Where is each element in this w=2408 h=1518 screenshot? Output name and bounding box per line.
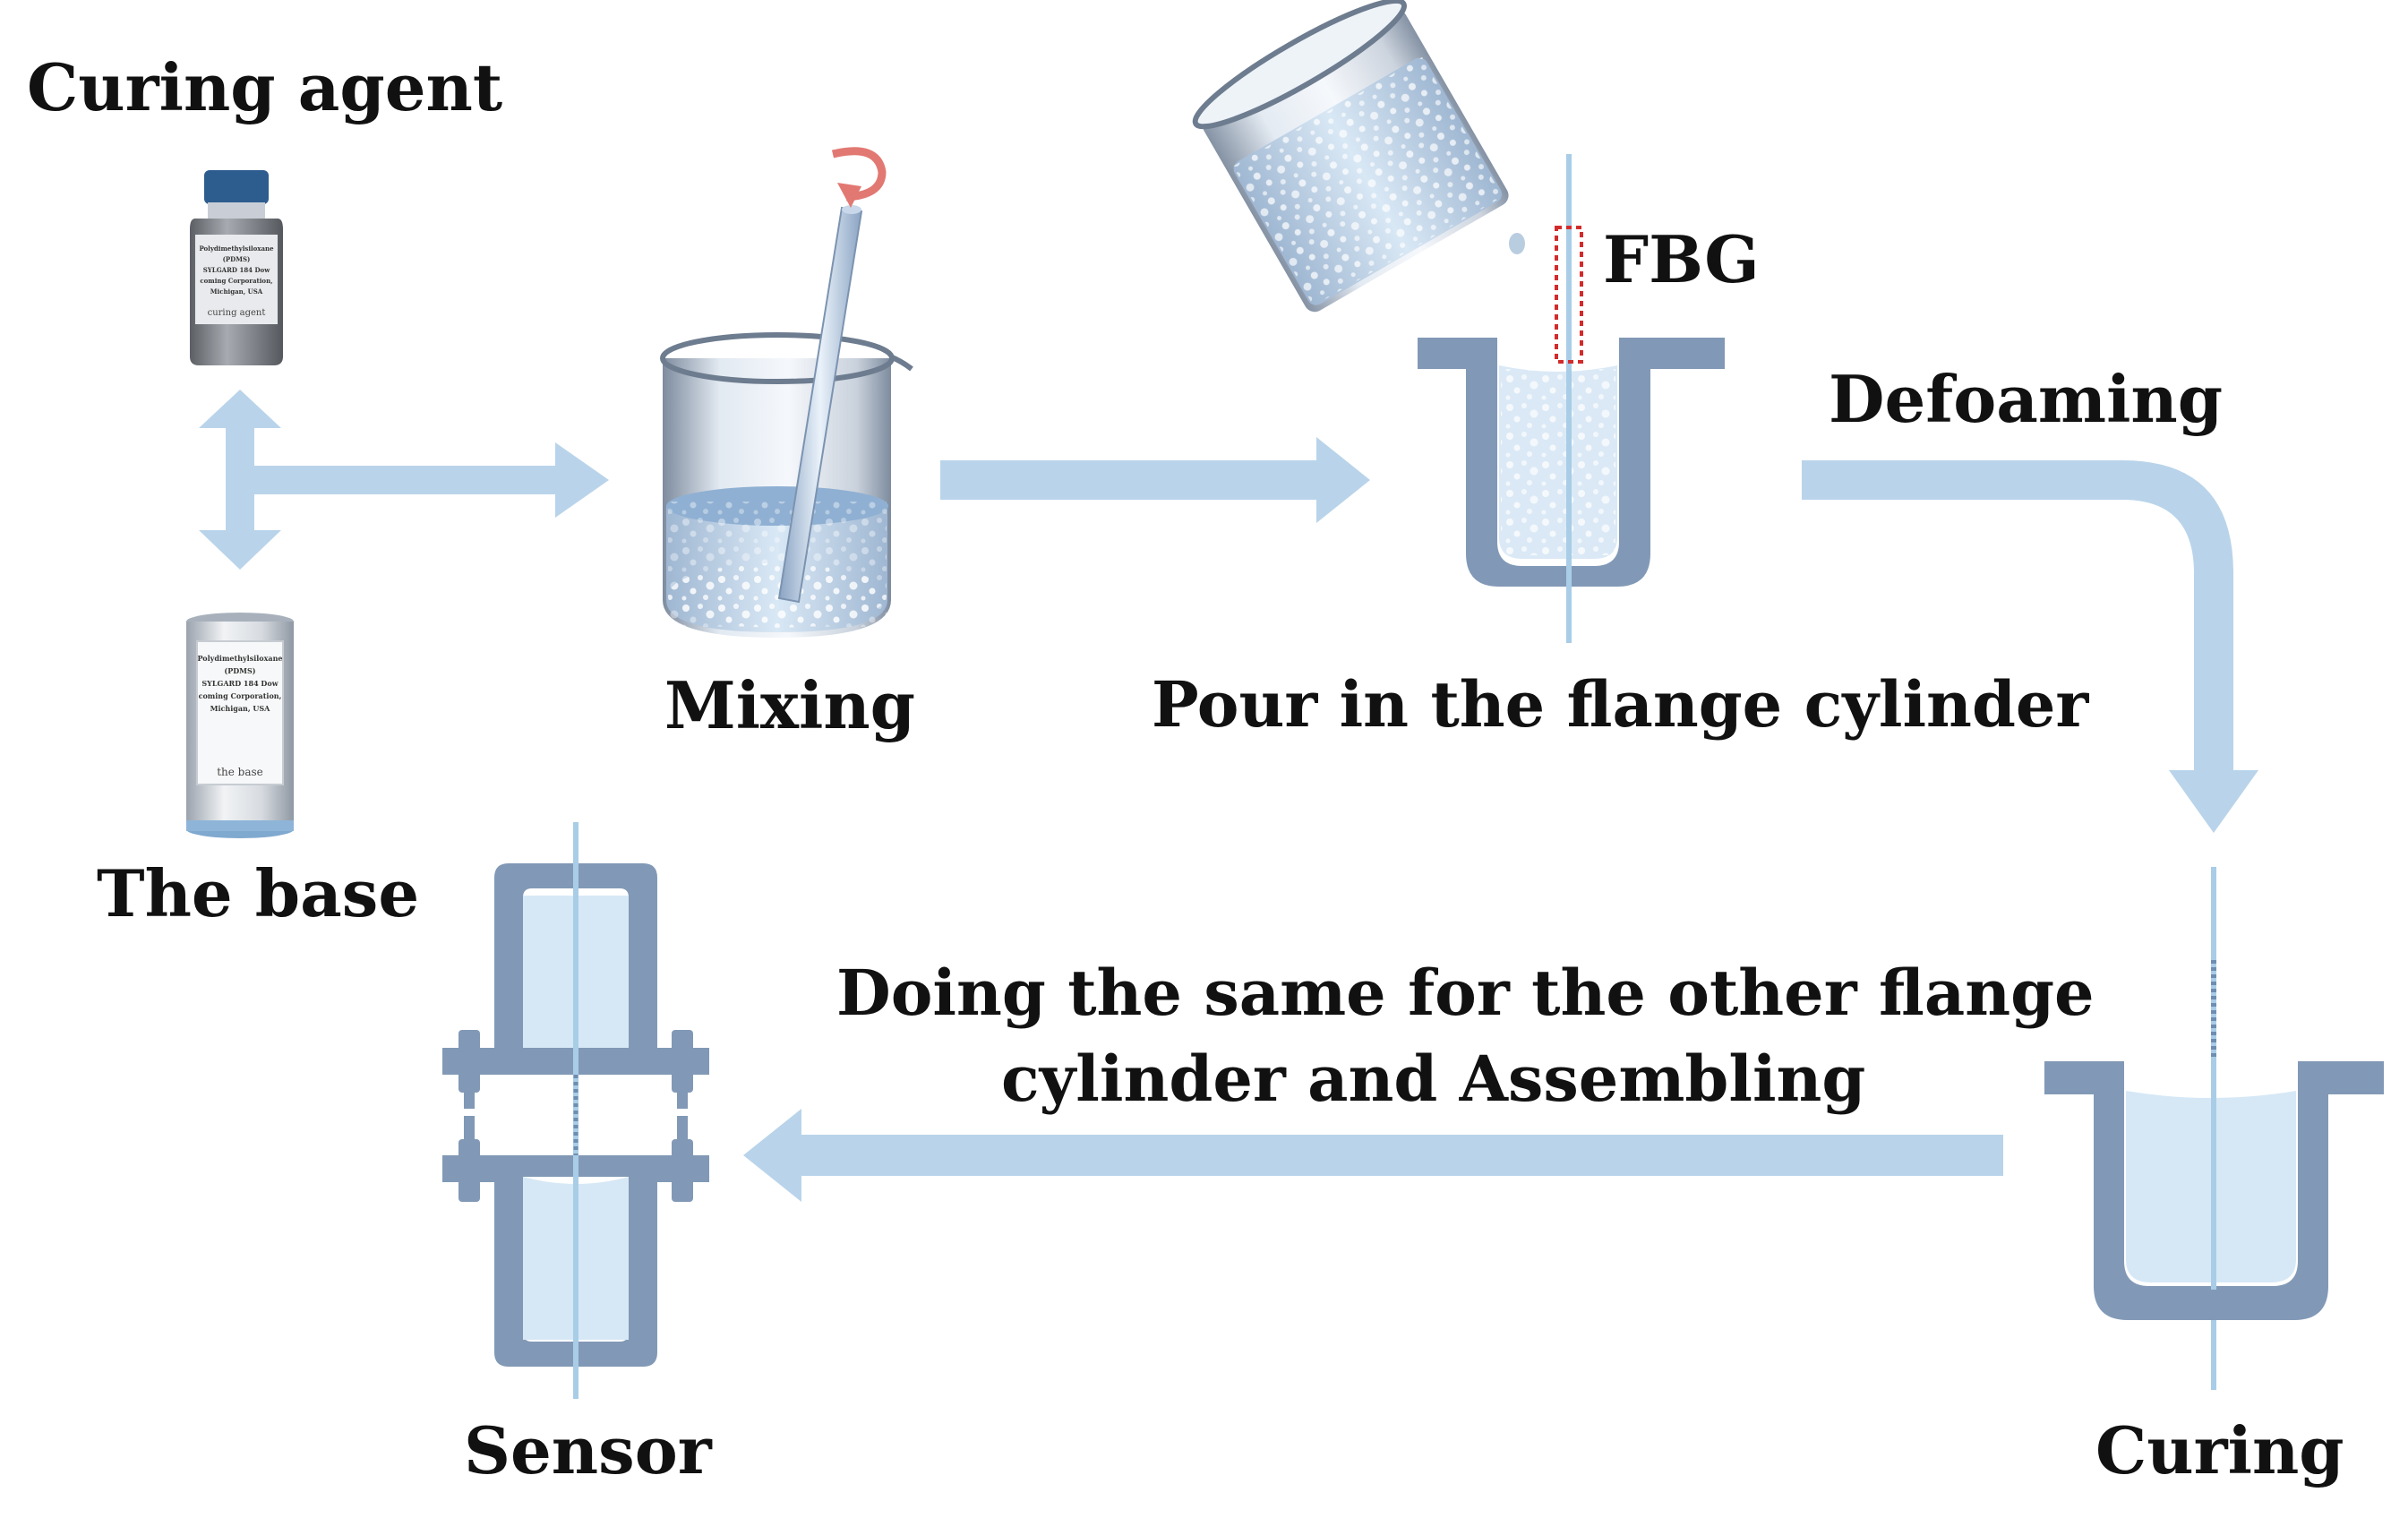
label-line: coming Corporation, xyxy=(199,691,282,700)
label-line: (PDMS) xyxy=(224,666,255,675)
mixing-label: Mixing xyxy=(664,667,916,743)
label-line: coming Corporation, xyxy=(200,277,272,285)
defoaming-label: Defoaming xyxy=(1829,361,2224,437)
can-label-text: Polydimethylsiloxane (PDMS) SYLGARD 184 Do… xyxy=(198,654,283,778)
label-line: Polydimethylsiloxane xyxy=(198,654,283,663)
rotation-arrow-icon xyxy=(831,147,887,202)
curing-flange-cylinder xyxy=(2044,867,2384,1390)
doing-label-line2: cylinder and Assembling xyxy=(1001,1042,1866,1116)
pour-label: Pour in the flange cylinder xyxy=(1152,667,2089,742)
pouring-beaker xyxy=(1192,0,1509,313)
double-arrow-vertical xyxy=(199,390,281,570)
can-label-panel xyxy=(196,640,284,785)
sensor-label: Sensor xyxy=(464,1412,712,1488)
base-can: Polydimethylsiloxane (PDMS) SYLGARD 184 Do… xyxy=(186,613,294,838)
fbg-label: FBG xyxy=(1603,221,1760,297)
sensor-assembly xyxy=(442,822,709,1399)
bottle-label-text: Polydimethylsiloxane (PDMS) SYLGARD 184 Do… xyxy=(199,244,274,318)
label-line: Michigan, USA xyxy=(210,704,271,713)
doing-label-line1: Doing the same for the other flange xyxy=(836,956,2095,1030)
curing-agent-label: Curing agent xyxy=(27,49,503,125)
label-product-name: curing agent xyxy=(208,308,266,318)
pour-flange-cylinder xyxy=(1418,154,1725,643)
label-product-name: the base xyxy=(217,766,263,778)
label-line: SYLGARD 184 Dow xyxy=(201,679,279,688)
arrow-bottles-to-mixing xyxy=(199,390,609,570)
curing-agent-bottle: Polydimethylsiloxane (PDMS) SYLGARD 184 Do… xyxy=(190,170,283,365)
mixing-beaker xyxy=(660,147,913,638)
curing-label: Curing xyxy=(2095,1412,2344,1488)
fbg-marker xyxy=(1555,226,1583,364)
label-line: Polydimethylsiloxane xyxy=(199,244,274,253)
the-base-label: The base xyxy=(97,855,420,931)
arrow-to-mixing xyxy=(254,442,609,518)
bottle-label-panel xyxy=(195,235,278,324)
label-line: SYLGARD 184 Dow xyxy=(203,266,270,274)
drip xyxy=(1509,233,1525,254)
label-line: (PDMS) xyxy=(223,255,251,263)
arrow-to-sensor xyxy=(743,1109,2003,1202)
arrow-mixing-to-pour xyxy=(940,437,1370,523)
bottle-cap xyxy=(204,170,269,204)
arrow-defoaming-curved xyxy=(1802,460,2258,833)
label-line: Michigan, USA xyxy=(210,287,263,296)
